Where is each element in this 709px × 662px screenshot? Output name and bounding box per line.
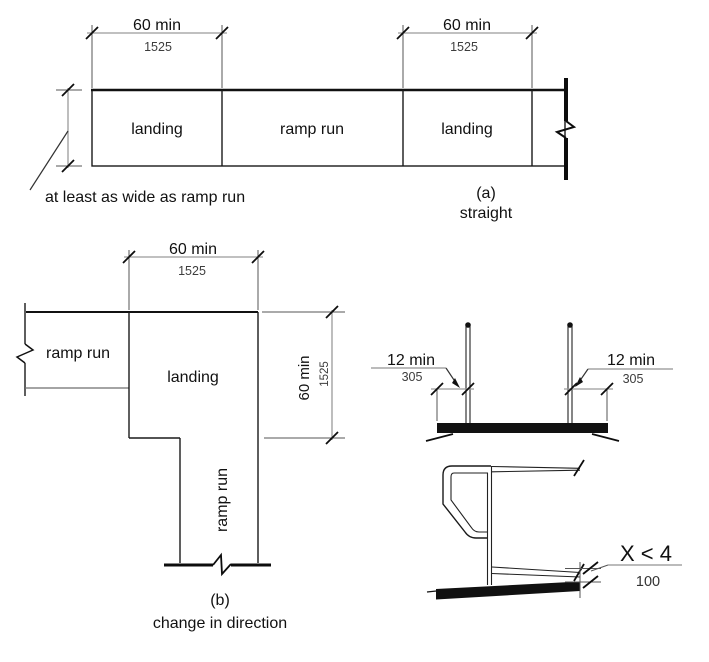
label-ramp-run-bottom: ramp run [214,468,231,532]
dim-gap-metric: 100 [636,574,660,590]
width-note: at least as wide as ramp run [45,189,245,206]
handrail-post-right [567,322,573,423]
label-ramp-run: ramp run [280,121,344,138]
handrail-grip-outer [442,465,491,539]
dimension-12min-left: 12 min 305 [371,352,475,421]
label-landing-right: landing [441,121,493,138]
note-leader-line [29,130,69,191]
handrail-extension-detail: 12 min 305 12 min 305 [371,322,673,442]
label-ramp-run-left: ramp run [46,345,110,362]
dim-12-right-metric: 305 [623,372,644,386]
label-landing-left: landing [131,121,183,138]
dim-b-top-metric: 1525 [178,264,206,278]
ramp-plan-a-outline [91,78,577,180]
handrail-grip-inner [450,472,488,533]
dimension-gap: X < 4 100 [565,541,682,590]
dim-b-right-imperial: 60 min [296,355,313,400]
handrail-post-left [465,322,471,423]
width-dimension-a [29,83,82,191]
caption-a-letter: (a) [476,185,496,202]
diagram-b-change-in-direction: 60 min 1525 60 min 1525 [15,241,345,632]
caption-b-text: change in direction [153,615,287,632]
dimension-a-left: 60 min 1525 [85,17,229,88]
label-landing-b: landing [167,369,219,386]
break-symbol [15,343,35,364]
ramp-plan-b-outline [15,303,271,577]
dim-12-left-metric: 305 [402,370,423,384]
break-symbol [554,120,577,139]
dim-a-right-imperial: 60 min [443,17,491,34]
diagram-a-straight: 60 min 1525 60 min 1525 [29,17,577,222]
dimension-b-right: 60 min 1525 [262,305,345,445]
dim-b-right-metric: 1525 [319,361,331,387]
edge-protection-detail: X < 4 100 [426,459,682,600]
dimension-b-top: 60 min 1525 [122,241,265,310]
leader-arrow [452,378,460,388]
dimension-a-right: 60 min 1525 [396,17,539,88]
caption-a-text: straight [460,205,513,222]
dim-gap-imperial: X < 4 [620,541,672,566]
dim-a-left-imperial: 60 min [133,17,181,34]
dim-a-right-metric: 1525 [450,40,478,54]
caption-b-letter: (b) [210,592,230,609]
dim-b-top-imperial: 60 min [169,241,217,258]
dim-a-left-metric: 1525 [144,40,172,54]
dimension-12min-right: 12 min 305 [564,352,673,421]
ramp-surface-sloped [436,581,580,600]
ramp-surface [437,423,608,433]
dim-12-left-imperial: 12 min [387,352,435,369]
break-symbol [212,552,232,577]
dim-12-right-imperial: 12 min [607,352,655,369]
leader-arrow [575,377,583,387]
